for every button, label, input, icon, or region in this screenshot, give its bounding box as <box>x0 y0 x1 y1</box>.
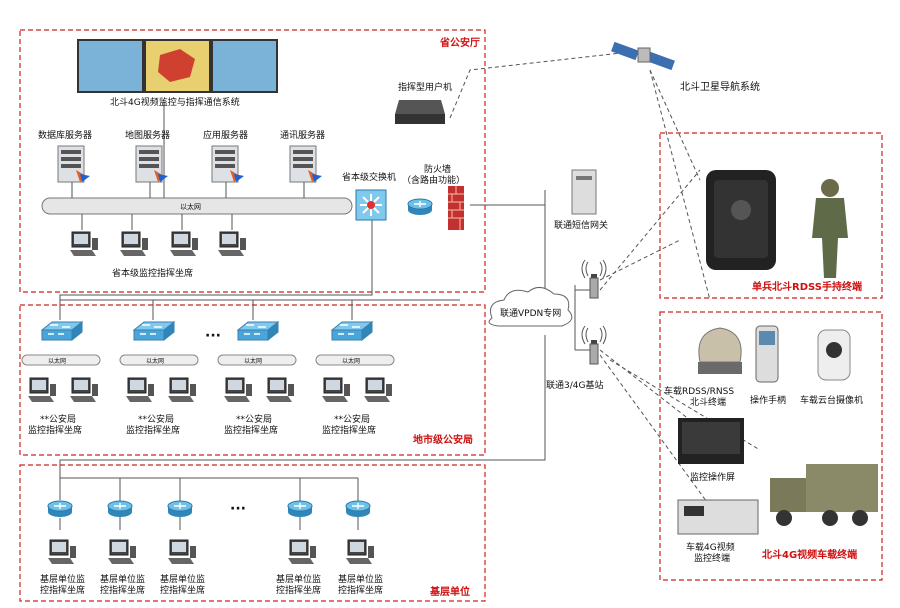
router-icon <box>407 198 433 216</box>
grassroots-region <box>19 464 486 602</box>
vehicle-label: 北斗4G视频车载终端 <box>762 548 857 561</box>
grassroots-label: 基层单位 <box>429 585 470 598</box>
satellite-icon <box>611 41 675 71</box>
ellipsis-grassroots: ··· <box>230 501 246 517</box>
ptz-camera-icon <box>817 329 851 381</box>
soldier-icon <box>812 179 848 278</box>
muni-pc-icon <box>265 377 295 403</box>
grass-seat-label-4: 基层单位监控指挥坐席 <box>276 573 321 596</box>
muni-pc-icon <box>69 377 99 403</box>
muni-pc-icon <box>223 377 253 403</box>
muni-switch-icon <box>331 321 373 341</box>
prov-switch-icon <box>355 189 387 221</box>
op-handset-icon <box>755 325 779 383</box>
prov-pc-icon <box>169 231 199 257</box>
muni-seat-label-2: **公安局监控指挥坐席 <box>126 413 180 436</box>
ptz-camera-label: 车载云台摄像机 <box>800 394 863 406</box>
app-server-label: 应用服务器 <box>203 129 248 141</box>
grass-seat-label-3: 基层单位监控指挥坐席 <box>160 573 205 596</box>
muni-lan-bars <box>21 354 395 366</box>
prov-pc-icon <box>69 231 99 257</box>
satellite-label: 北斗卫星导航系统 <box>680 80 760 93</box>
db-server-label: 数据库服务器 <box>38 129 92 141</box>
prov-pc-icon <box>217 231 247 257</box>
grass-router-icon <box>47 500 73 518</box>
grass-router-icon <box>107 500 133 518</box>
command-host-label: 指挥型用户机 <box>398 81 452 93</box>
municipal-label: 地市级公安局 <box>413 433 473 446</box>
base-station-icon <box>581 325 607 365</box>
app-server-icon <box>211 145 245 183</box>
provincial-region <box>19 29 486 293</box>
vpdn-cloud-icon <box>488 287 573 327</box>
vehicle-region <box>659 311 883 581</box>
firewall-label: 防火墙 （含路由功能） <box>402 163 465 186</box>
grass-pc-icon <box>107 539 137 565</box>
grass-router-icon <box>345 500 371 518</box>
truck-icon <box>770 464 878 526</box>
grass-router-icon <box>287 500 313 518</box>
command-host-icon <box>395 100 445 124</box>
map-server-label: 地图服务器 <box>125 129 170 141</box>
muni-seat-label-3: **公安局监控指挥坐席 <box>224 413 278 436</box>
grass-pc-icon <box>47 539 77 565</box>
muni-pc-icon <box>27 377 57 403</box>
comm-server-label: 通讯服务器 <box>280 129 325 141</box>
muni-pc-icon <box>321 377 351 403</box>
grass-seat-label-1: 基层单位监控指挥坐席 <box>40 573 85 596</box>
handheld-label: 单兵北斗RDSS手持终端 <box>752 280 862 293</box>
vehicle-rdss-icon <box>698 327 742 374</box>
grass-pc-icon <box>345 539 375 565</box>
muni-switch-icon <box>237 321 279 341</box>
muni-switch-icon <box>133 321 175 341</box>
prov-switch-label: 省本级交换机 <box>342 171 396 183</box>
backbone-bus <box>41 197 353 215</box>
grass-seat-label-2: 基层单位监控指挥坐席 <box>100 573 145 596</box>
provincial-label: 省公安厅 <box>439 36 480 49</box>
muni-pc-icon <box>167 377 197 403</box>
video-terminal-label: 车载4G视频监控终端 <box>686 541 735 564</box>
sms-gateway-icon <box>571 169 597 215</box>
ctrl-screen-label: 监控操作屏 <box>690 471 735 483</box>
comm-server-icon <box>289 145 323 183</box>
grass-pc-icon <box>167 539 197 565</box>
grass-seat-label-5: 基层单位监控指挥坐席 <box>338 573 383 596</box>
monitor-system-label: 北斗4G视频监控与指挥通信系统 <box>110 96 240 108</box>
lan-label: 以太网 <box>244 357 262 365</box>
lan-label: 以太网 <box>342 357 360 365</box>
grass-router-icon <box>167 500 193 518</box>
vpdn-label: 联通VPDN专网 <box>500 307 561 319</box>
monitor-screens <box>77 39 278 93</box>
muni-seat-label-4: **公安局监控指挥坐席 <box>322 413 376 436</box>
grass-pc-icon <box>287 539 317 565</box>
muni-seat-label-1: **公安局监控指挥坐席 <box>28 413 82 436</box>
prov-pc-icon <box>119 231 149 257</box>
map-server-icon <box>135 145 169 183</box>
ellipsis: ··· <box>205 328 221 344</box>
op-handset-label: 操作手柄 <box>750 394 786 406</box>
muni-pc-icon <box>125 377 155 403</box>
muni-switch-icon <box>41 321 83 341</box>
lan-label: 以太网 <box>48 357 66 365</box>
firewall-icon <box>448 186 464 230</box>
lan-label: 以太网 <box>146 357 164 365</box>
video-terminal-icon <box>677 499 759 535</box>
handheld-region <box>659 132 883 299</box>
db-server-icon <box>57 145 91 183</box>
sms-gateway-label: 联通短信网关 <box>554 219 608 231</box>
muni-pc-icon <box>363 377 393 403</box>
backbone-label: 以太网 <box>180 202 201 211</box>
handheld-terminal-icon <box>706 170 776 270</box>
ctrl-screen-icon <box>678 418 744 464</box>
base-station-label: 联通3/4G基站 <box>546 379 603 391</box>
prov-seats-label: 省本级监控指挥坐席 <box>112 267 193 279</box>
